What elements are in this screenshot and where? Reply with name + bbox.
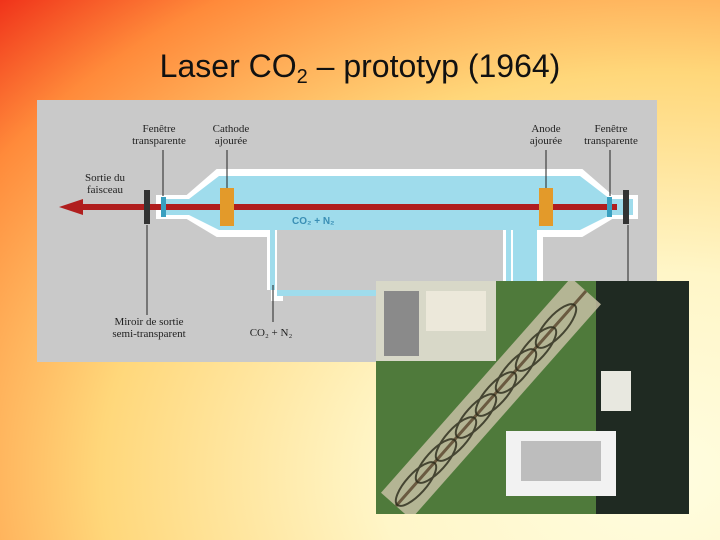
photo-svg: [376, 281, 689, 514]
title-subscript: 2: [297, 66, 308, 88]
label-left-window-2: transparente: [132, 135, 186, 147]
label-beam-out-1: Sortie du: [85, 172, 126, 184]
label-anode-2: ajourée: [530, 135, 562, 147]
label-gas-inlet: CO₂ + N₂: [250, 327, 293, 339]
label-cathode-2: ajourée: [215, 135, 247, 147]
label-cathode-1: Cathode: [213, 123, 250, 135]
label-beam-out-2: faisceau: [87, 184, 124, 196]
label-gas-in-tube: CO₂ + N₂: [292, 216, 335, 227]
label-right-window-2: transparente: [584, 135, 638, 147]
label-anode-1: Anode: [531, 123, 560, 135]
beam-arrow-icon: [59, 199, 83, 215]
slide-title: Laser CO2 – prototyp (1964): [0, 48, 720, 89]
output-mirror: [144, 190, 150, 224]
rear-mirror: [623, 190, 629, 224]
right-window: [607, 197, 612, 217]
anode: [539, 188, 553, 226]
laser-prototype-photo: [376, 281, 689, 514]
label-mirror-2: semi-transparent: [112, 328, 185, 340]
laser-beam: [77, 204, 617, 210]
title-rest: – prototyp (1964): [308, 48, 561, 84]
title-main: Laser CO: [160, 48, 297, 84]
label-left-window-1: Fenêtre: [143, 123, 176, 135]
label-mirror-1: Miroir de sortie: [114, 316, 183, 328]
left-window: [161, 197, 166, 217]
gas-inlet-pipe: [270, 230, 275, 290]
cathode: [220, 188, 234, 226]
label-right-window-1: Fenêtre: [595, 123, 628, 135]
